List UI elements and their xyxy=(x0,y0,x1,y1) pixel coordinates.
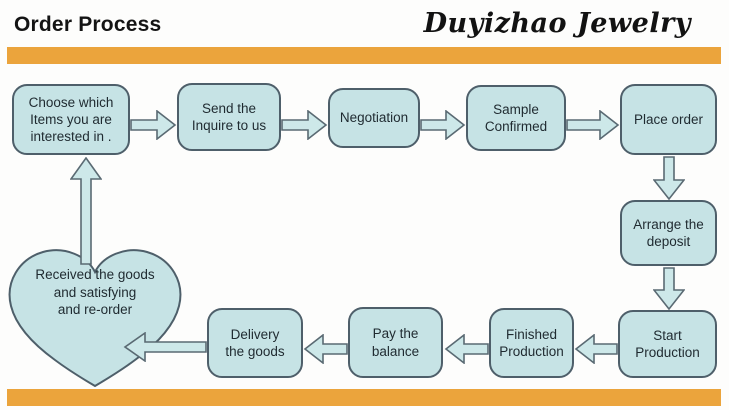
arrow-start-to-finished-icon xyxy=(574,334,618,364)
arrow-choose-to-send-icon xyxy=(130,110,177,140)
arrow-delivery-to-heart-icon xyxy=(123,332,207,362)
node-sample-confirmed: Sample Confirmed xyxy=(466,85,566,151)
arrow-sample-to-place-icon xyxy=(566,110,620,140)
node-start-production: Start Production xyxy=(618,310,717,378)
node-negotiation: Negotiation xyxy=(328,88,420,148)
node-finished-production: Finished Production xyxy=(489,308,574,378)
node-pay-balance: Pay the balance xyxy=(348,307,443,378)
arrow-pay-to-delivery-icon xyxy=(303,334,348,364)
arrow-send-to-negotiation-icon xyxy=(281,110,328,140)
arrow-heart-to-choose-icon xyxy=(70,157,102,265)
page-title: Order Process xyxy=(14,13,162,36)
node-place-order: Place order xyxy=(620,84,717,155)
arrow-finished-to-pay-icon xyxy=(444,334,489,364)
heart-label: Received the goods and satisfying and re… xyxy=(35,267,155,318)
bottom-accent-bar xyxy=(7,389,721,406)
arrow-place-to-arrange-icon xyxy=(653,156,685,200)
arrow-negotiation-to-sample-icon xyxy=(420,110,466,140)
node-received-reorder-heart: Received the goods and satisfying and re… xyxy=(3,248,187,388)
node-send-inquire: Send the Inquire to us xyxy=(177,83,281,151)
node-choose-items: Choose which Items you are interested in… xyxy=(12,84,130,155)
node-delivery-goods: Delivery the goods xyxy=(207,308,303,378)
top-accent-bar xyxy=(7,47,721,64)
brand-logo-text: Duyizhao Jewelry xyxy=(423,8,691,39)
arrow-arrange-to-start-icon xyxy=(653,267,685,310)
node-arrange-deposit: Arrange the deposit xyxy=(620,200,717,266)
